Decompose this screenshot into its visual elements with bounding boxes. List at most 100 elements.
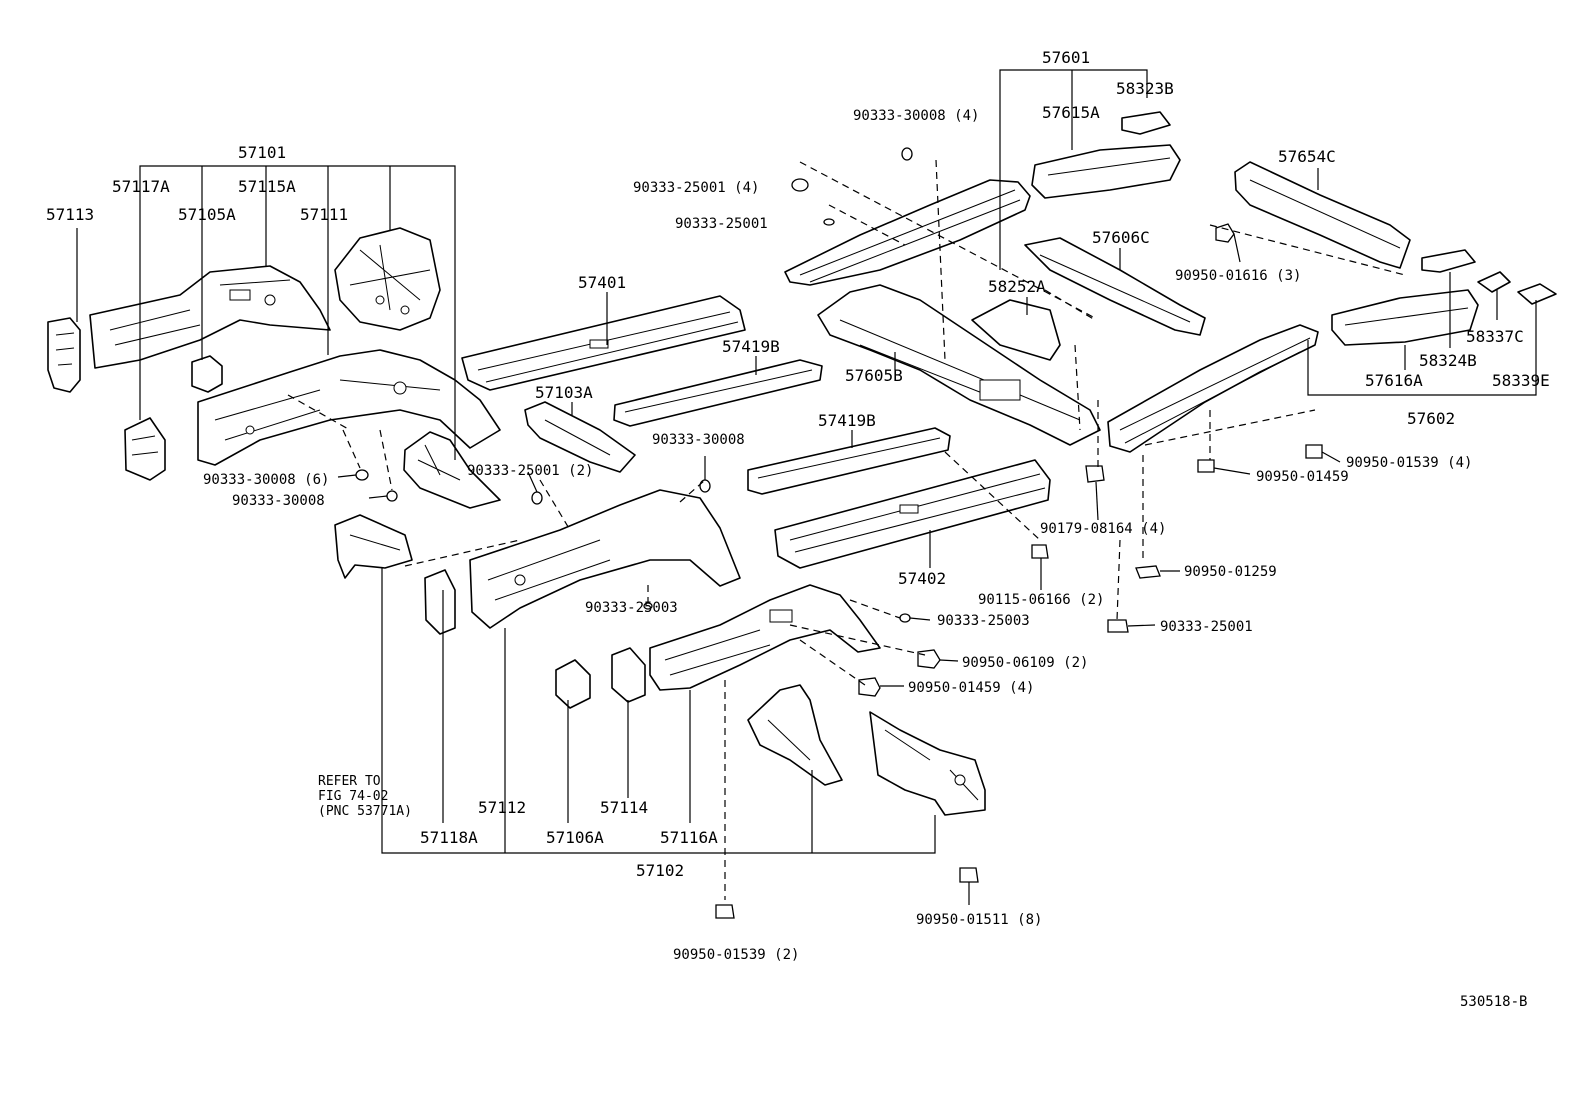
grommet-icon	[901, 147, 913, 161]
grommet-icon	[823, 218, 835, 226]
label-57654C: 57654C	[1278, 147, 1336, 166]
label-58323B: 58323B	[1116, 79, 1174, 98]
part-58339E-clip	[1517, 283, 1557, 305]
part-57118A-bracket	[424, 569, 456, 635]
label-57112: 57112	[478, 798, 526, 817]
grommet-icon	[791, 178, 809, 192]
grommet-icon	[899, 613, 911, 623]
part-57606C-crossmember	[1024, 237, 1206, 336]
nut-icon	[1107, 619, 1129, 633]
label-90950-01511-8: 90950-01511 (8)	[916, 912, 1042, 928]
label-57401: 57401	[578, 273, 626, 292]
part-57601-rear-member	[784, 179, 1031, 286]
label-57615A: 57615A	[1042, 103, 1100, 122]
part-57602-rear-member	[1107, 324, 1319, 453]
refer-note: REFER TO FIG 74-02 (PNC 53771A)	[318, 774, 412, 819]
label-57605B: 57605B	[845, 366, 903, 385]
label-57113: 57113	[46, 205, 94, 224]
label-90333-25001-2: 90333-25001 (2)	[467, 463, 593, 479]
part-57419B-upper-rocker	[613, 359, 823, 427]
label-58324B: 58324B	[1419, 351, 1477, 370]
label-57419B-lower: 57419B	[818, 411, 876, 430]
label-90333-25003-a: 90333-25003	[585, 600, 678, 616]
label-57105A: 57105A	[178, 205, 236, 224]
label-90950-01259: 90950-01259	[1184, 564, 1277, 580]
label-57606C: 57606C	[1092, 228, 1150, 247]
label-57102: 57102	[636, 861, 684, 880]
part-58323B-clip	[1121, 111, 1171, 135]
assembly-dashed-lines	[287, 159, 1406, 900]
grommet-icon	[531, 491, 543, 505]
part-57616A-extension	[1331, 289, 1479, 346]
grommet-icon	[699, 479, 711, 493]
part-57605B-pan	[817, 284, 1101, 446]
part-57117A-bracket	[124, 417, 166, 481]
label-90333-30008-b: 90333-30008	[652, 432, 745, 448]
refer-line-3: (PNC 53771A)	[318, 804, 412, 819]
part-58324B-clip	[1421, 249, 1476, 273]
label-90333-25001-4: 90333-25001 (4)	[633, 180, 759, 196]
bolt-icon	[1197, 459, 1215, 473]
part-front-bracket-refer	[334, 514, 413, 579]
figure-id: 530518-B	[1460, 994, 1527, 1010]
part-57419B-lower-rocker	[747, 427, 951, 495]
part-57116A-side-member	[649, 584, 881, 691]
label-90333-30008-4: 90333-30008 (4)	[853, 108, 979, 124]
part-58337C-clip	[1477, 271, 1511, 293]
nut-icon	[1135, 565, 1161, 579]
label-90950-01459-4: 90950-01459 (4)	[908, 680, 1034, 696]
label-57103A: 57103A	[535, 383, 593, 402]
grommet-icon	[355, 469, 369, 481]
label-90333-30008-6: 90333-30008 (6)	[203, 472, 329, 488]
bolt-icon	[1305, 444, 1323, 459]
grommet-icon	[643, 602, 653, 610]
label-57602: 57602	[1407, 409, 1455, 428]
part-57402-floor-member	[774, 459, 1051, 569]
label-57111: 57111	[300, 205, 348, 224]
part-57615A-extension	[1031, 144, 1181, 199]
label-90333-30008-a: 90333-30008	[232, 493, 325, 509]
label-57402: 57402	[898, 569, 946, 588]
part-57112-side-member	[469, 489, 741, 629]
part-57111-apron	[334, 227, 441, 331]
label-57115A: 57115A	[238, 177, 296, 196]
label-90950-01539-2: 90950-01539 (2)	[673, 947, 799, 963]
part-57113-bracket	[47, 317, 81, 393]
bolt-icon	[917, 649, 941, 669]
label-57106A: 57106A	[546, 828, 604, 847]
part-57115A-front-member	[89, 265, 331, 369]
label-90950-01539-4: 90950-01539 (4)	[1346, 455, 1472, 471]
part-57105A-bracket	[191, 355, 223, 393]
label-57616A: 57616A	[1365, 371, 1423, 390]
label-90950-01616-3: 90950-01616 (3)	[1175, 268, 1301, 284]
grommet-icon	[386, 490, 398, 502]
part-front-apron-right	[869, 711, 986, 816]
bolt-icon	[715, 904, 735, 919]
label-90333-25001-a: 90333-25001	[675, 216, 768, 232]
bolt-icon	[1085, 465, 1105, 483]
refer-line-2: FIG 74-02	[318, 789, 388, 804]
part-front-apron-lower	[403, 431, 501, 509]
part-57401-floor-member	[461, 295, 746, 391]
part-front-apron-left	[747, 684, 843, 786]
label-57419B-upper: 57419B	[722, 337, 780, 356]
label-90179-08164-4: 90179-08164 (4)	[1040, 521, 1166, 537]
bolt-icon	[1031, 544, 1049, 559]
part-57654C-crossmember	[1234, 161, 1411, 269]
label-90950-01459: 90950-01459	[1256, 469, 1349, 485]
part-58252A-bracket	[971, 299, 1061, 361]
bolt-icon	[959, 867, 979, 883]
leader-lines	[76, 69, 1537, 905]
label-58252A: 58252A	[988, 277, 1046, 296]
bolt-icon	[1215, 223, 1235, 243]
label-90950-06109-2: 90950-06109 (2)	[962, 655, 1088, 671]
label-57101: 57101	[238, 143, 286, 162]
label-58337C: 58337C	[1466, 327, 1524, 346]
part-57103A-bracket	[524, 401, 636, 473]
refer-line-1: REFER TO	[318, 774, 381, 789]
part-57114-bracket	[611, 647, 646, 703]
label-57114: 57114	[600, 798, 648, 817]
bolt-icon	[858, 677, 881, 697]
fastener-labels: 90333-30008 (4) 90333-25001 (4) 90333-25…	[203, 108, 1472, 963]
